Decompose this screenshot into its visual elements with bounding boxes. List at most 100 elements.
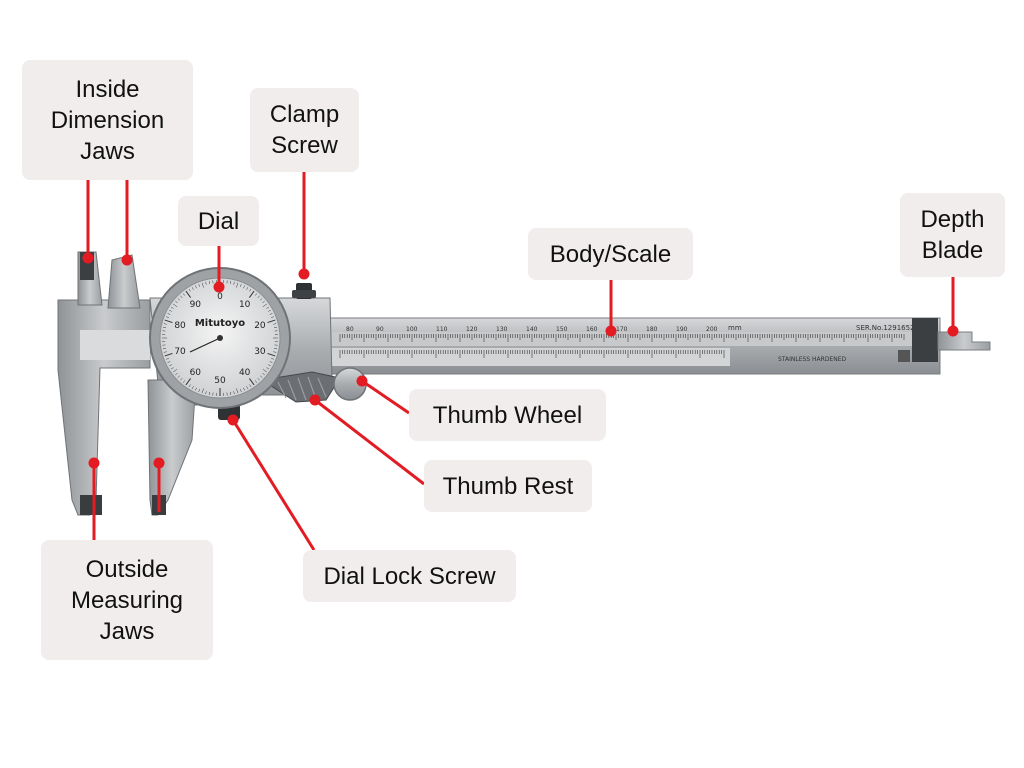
dial-tick xyxy=(172,368,178,373)
dial-tick xyxy=(236,388,239,394)
dial-tick xyxy=(230,391,232,396)
dial-tick xyxy=(167,361,171,363)
serial-number: SER.No.12916521 xyxy=(856,324,919,332)
dial-tick xyxy=(243,285,245,289)
dial-tick xyxy=(180,377,183,381)
dial-tick xyxy=(182,293,186,296)
dial-tick xyxy=(254,293,258,296)
dial-tick xyxy=(266,306,270,309)
jaw-body-scale xyxy=(80,330,150,360)
dial-number: 10 xyxy=(239,300,251,310)
dial-number: 70 xyxy=(174,347,186,357)
leader-dot xyxy=(605,325,617,337)
dial-tick xyxy=(257,377,260,381)
dial-tick xyxy=(177,375,181,378)
scale-unit: mm xyxy=(728,324,742,332)
dial-tick xyxy=(271,316,275,318)
scale-number: 150 xyxy=(556,326,568,333)
dial-tick xyxy=(243,387,245,391)
dial-tick xyxy=(257,295,260,299)
scale-number: 130 xyxy=(496,326,508,333)
fixed-jaw-tip xyxy=(80,495,102,515)
beam-end-cap xyxy=(912,318,938,362)
dial-tick xyxy=(172,303,178,308)
dial-tick xyxy=(208,280,210,285)
leader-thumb-rest xyxy=(314,398,425,486)
leader-dot xyxy=(309,394,321,406)
dial-tick-marks xyxy=(162,280,278,396)
dial-tick xyxy=(163,351,167,353)
dial-number: 50 xyxy=(214,376,226,386)
dial-tick xyxy=(198,283,200,287)
dial-tick xyxy=(269,361,273,363)
label-thumb-wheel: Thumb Wheel xyxy=(409,389,606,441)
dial-tick xyxy=(248,290,255,298)
label-thumb-rest: Thumb Rest xyxy=(424,460,592,512)
scale-number: 170 xyxy=(616,326,628,333)
dial-tick xyxy=(273,351,277,353)
dial-tick xyxy=(259,375,263,378)
dial-tick xyxy=(262,368,268,373)
dial-tick xyxy=(164,319,173,324)
dial-tick xyxy=(188,384,191,388)
dial-tick xyxy=(201,282,204,288)
scale-number: 190 xyxy=(676,326,688,333)
dial-tick xyxy=(249,288,252,292)
dial-number: 60 xyxy=(190,368,202,378)
dial-tick xyxy=(164,352,173,357)
label-depth-blade: Depth Blade xyxy=(900,193,1005,277)
dial-tick xyxy=(240,389,242,393)
leader-dot xyxy=(298,268,310,280)
dial-tick xyxy=(169,309,172,312)
dial-tick xyxy=(180,295,183,299)
dial-number: 40 xyxy=(239,368,251,378)
qr-mark xyxy=(898,350,910,362)
leader-dot xyxy=(947,325,959,337)
dial-tick xyxy=(165,358,169,360)
label-clamp-screw: Clamp Screw xyxy=(250,88,359,172)
dial-needle xyxy=(189,337,221,353)
dial-tick xyxy=(205,391,207,395)
dial-tick xyxy=(249,384,252,388)
clamp-screw xyxy=(292,283,316,299)
dial-tick xyxy=(162,348,167,350)
dial-number: 20 xyxy=(254,321,266,331)
scale-stamp: STAINLESS HARDENED xyxy=(778,356,847,363)
dial-tick xyxy=(271,358,275,360)
dial-tick xyxy=(169,364,172,367)
dial-tick xyxy=(185,378,192,386)
leader-dot xyxy=(153,457,165,469)
dial-tick xyxy=(254,380,258,383)
dial-tick xyxy=(273,348,278,350)
leader-dot xyxy=(121,254,133,266)
scale-ticks xyxy=(339,334,905,358)
scale-number: 90 xyxy=(376,326,384,333)
dial-tick xyxy=(273,326,278,328)
dial-brand: Mitutoyo xyxy=(195,318,245,329)
scale-number: 160 xyxy=(586,326,598,333)
dial-number: 30 xyxy=(254,347,266,357)
dial-tick xyxy=(230,280,232,285)
scale-number: 200 xyxy=(706,326,718,333)
dial-tick xyxy=(177,298,181,301)
dial-tick xyxy=(246,287,249,290)
label-outside-measuring-jaws: Outside Measuring Jaws xyxy=(41,540,213,660)
dial-tick xyxy=(236,282,239,288)
label-dial-lock-screw: Dial Lock Screw xyxy=(303,550,516,602)
dial-tick xyxy=(259,298,263,301)
depth-blade xyxy=(937,331,991,351)
leader-dot xyxy=(213,281,225,293)
dial-tick xyxy=(205,281,207,285)
dial-tick xyxy=(170,306,174,309)
dial-tick xyxy=(233,391,235,395)
scale-number: 180 xyxy=(646,326,658,333)
dial-tick xyxy=(195,387,197,391)
scale-number: 140 xyxy=(526,326,538,333)
dial-tick xyxy=(266,367,270,370)
dial-tick xyxy=(175,372,178,376)
